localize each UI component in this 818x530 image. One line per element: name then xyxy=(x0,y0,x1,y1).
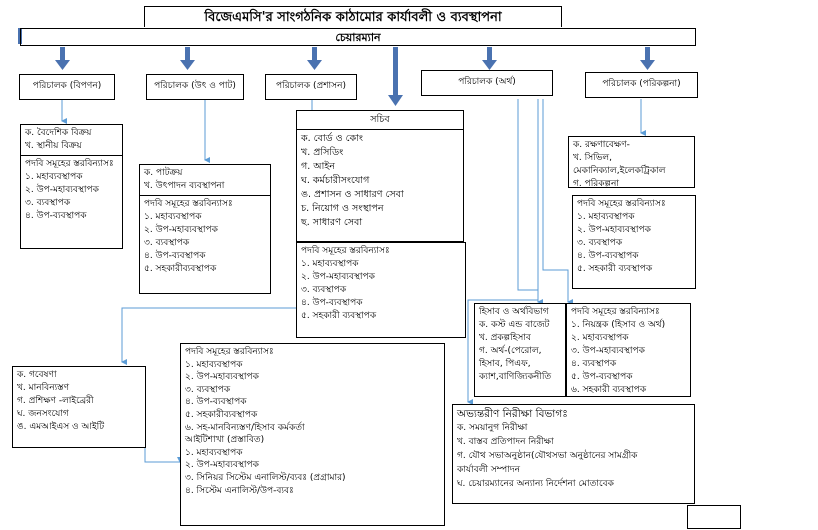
planning-post: ৪. উপ-ব্যবস্থাপক xyxy=(577,251,639,261)
accounts-item: হিসাব, পিএফ, xyxy=(479,359,531,369)
marketing-post: ২. উপ-মহাব্যবস্থাপক xyxy=(25,185,99,195)
accounts-title: হিসাব ও অর্থবিভাগ xyxy=(479,307,549,317)
production-box: ক. পাটক্রয় খ. উৎপাদন ব্যবস্থাপনা পদবি স… xyxy=(139,164,271,294)
marketing-post: ৪. উপ-ব্যবস্থাপক xyxy=(25,211,87,221)
secretary-post: ৪. উপ-ব্যবস্থাপক xyxy=(301,298,363,308)
audit-title: অভ্যন্তরীণ নিরীক্ষা বিভাগঃ xyxy=(457,408,568,420)
marketing-post: ১. মহাব্যবস্থাপক xyxy=(25,172,83,182)
chairman-arrows xyxy=(18,28,655,106)
research-item: গ. প্রশিক্ষণ -লাইব্রেরী xyxy=(17,396,94,406)
finance-posts-box: পদবি সমূহের স্তরবিন্যাসঃ ১. নিয়ন্ত্রক (… xyxy=(566,303,691,397)
director-finance: পরিচালক (অর্থ) xyxy=(421,70,553,96)
director-admin: পরিচালক (প্রশাসন) xyxy=(265,74,357,100)
director-planning: পরিচালক (পরিকল্পনা) xyxy=(585,72,698,98)
secretary-post: ২. উপ-মহাব্যবস্থাপক xyxy=(301,272,375,282)
it-post: ৪. সিস্টেম এনালিস্ট/উপ-ব্যবঃ xyxy=(185,485,294,496)
production-post: ১. মহাব্যবস্থাপক xyxy=(144,212,202,222)
marketing-post: ৩. ব্যবস্থাপক xyxy=(25,198,71,208)
planning-item: খ. সিভিল, xyxy=(573,153,612,163)
audit-item: খ. বাস্তব প্রতিপাদন নিরীক্ষা xyxy=(457,437,554,447)
hr-post: ৫. সহকারীব্যবস্থাপক xyxy=(185,409,258,420)
production-post: ২. উপ-মহাব্যবস্থাপক xyxy=(144,225,218,235)
finance-post: ২. মহাব্যবস্থাপক xyxy=(571,333,629,343)
secretary-item: ঘ. কর্মচারীসংযোগ xyxy=(301,175,370,186)
chairman-box: চেয়ারম্যান xyxy=(20,28,696,46)
finance-post: ১. নিয়ন্ত্রক (হিসাব ও অর্থ) xyxy=(571,320,666,330)
research-item: ঘ. জনসংযোগ xyxy=(17,409,69,419)
it-title: আইটিশাখা (প্রস্তাবিত) xyxy=(185,435,265,446)
production-post: ৫. সহকারীব্যবস্থাপক xyxy=(144,264,217,274)
secretary-item: গ. আইন xyxy=(301,161,335,172)
research-box: ক. গবেষণা খ. মানবিন্যস্তণ গ. প্রশিক্ষণ -… xyxy=(12,366,146,448)
secretary-item: ছ. সাধারণ সেবা xyxy=(301,217,363,228)
hr-post: ৬. সহ-মানবিন্যস্তণ/হিসাব কর্মকর্তা xyxy=(185,422,305,433)
hr-post: ১. মহাব্যবস্থাপক xyxy=(185,359,243,370)
hr-post: ৪. উপ-ব্যবস্থাপক xyxy=(185,397,247,408)
director-marketing: পরিচালক (বিপণন) xyxy=(19,74,115,100)
hr-post: ৩. ব্যবস্থাপক xyxy=(185,384,231,395)
secretary-posts-title: পদবি সমূহের স্তরবিন্যাসঃ xyxy=(301,246,390,256)
finance-post: ৪. ব্যবস্থাপক xyxy=(571,359,617,369)
secretary-item: ক. বোর্ড ও কোং xyxy=(301,133,363,144)
research-item: খ. মানবিন্যস্তণ xyxy=(17,383,70,393)
it-post: ২. উপ-মহাব্যবস্থাপক xyxy=(185,460,259,471)
finance-post: ৫. উপ-ব্যবস্থাপক xyxy=(571,372,633,382)
production-posts-title: পদবি সমূহের স্তরবিন্যাসঃ xyxy=(144,199,233,209)
marketing-item: খ. স্থানীয় বিক্রয় xyxy=(25,141,82,151)
production-item: খ. উৎপাদন ব্যবস্থাপনা xyxy=(144,181,225,191)
audit-item: গ. যৌথ সভাঅনুষ্ঠান(যৌথসভা অনুষ্ঠানের সাম… xyxy=(457,451,638,461)
secretary-post: ১. মহাব্যবস্থাপক xyxy=(301,259,359,269)
marketing-box: ক. বৈদেশিক বিক্রয় খ. স্থানীয় বিক্রয় প… xyxy=(20,124,123,249)
planning-post: ৩. ব্যবস্থাপক xyxy=(577,238,623,248)
accounts-item: গ. অর্থ-(পেরোল, xyxy=(479,346,542,356)
planning-post: ৫. সহকারী ব্যবস্থাপক xyxy=(577,264,653,274)
director-production: পরিচালক (উৎ ও পাট) xyxy=(146,74,244,100)
secretary-post: ৩. ব্যবস্থাপক xyxy=(301,285,347,295)
hr-post: ২. উপ-মহাব্যবস্থাপক xyxy=(185,372,259,383)
audit-box: অভ্যন্তরীণ নিরীক্ষা বিভাগঃ ক. সময়ানুগ ন… xyxy=(452,404,695,504)
accounts-item: ক. কস্ট এন্ড বাজেট xyxy=(479,320,550,330)
production-item: ক. পাটক্রয় xyxy=(144,168,183,178)
audit-item: কার্যাবলী সম্পাদন xyxy=(457,465,520,475)
secretary-item: খ. প্রসিডিং xyxy=(301,147,344,158)
planning-post: ১. মহাব্যবস্থাপক xyxy=(577,212,635,222)
accounts-box: হিসাব ও অর্থবিভাগ ক. কস্ট এন্ড বাজেট খ. … xyxy=(474,303,566,397)
finance-posts-title: পদবি সমূহের স্তরবিন্যাসঃ xyxy=(571,307,660,317)
secretary-posts-box: পদবি সমূহের স্তরবিন্যাসঃ ১. মহাব্যবস্থাপ… xyxy=(296,242,466,338)
planning-post: ২. উপ-মহাব্যবস্থাপক xyxy=(577,225,651,235)
planning-posts-title: পদবি সমূহের স্তরবিন্যাসঃ xyxy=(577,199,666,209)
planning-item: গ. পরিকল্পনা xyxy=(573,179,619,188)
research-item: ক. গবেষণা xyxy=(17,370,57,380)
empty-box xyxy=(687,505,741,529)
planning-box: ক. রক্ষণাবেক্ষণ- খ. সিভিল, মেকানিক্যাল,ই… xyxy=(568,136,695,188)
finance-post: ৬. সহকারী ব্যবস্থাপক xyxy=(571,385,647,395)
production-post: ৩. ব্যবস্থাপক xyxy=(144,238,190,248)
planning-posts-box: পদবি সমূহের স্তরবিন্যাসঃ ১. মহাব্যবস্থাপ… xyxy=(572,195,696,289)
finance-post: ৩. উপ-মহাব্যবস্থাপক xyxy=(571,346,645,356)
page-title: বিজেএমসি'র সাংগঠনিক কাঠামোর কার্যাবলী ও … xyxy=(144,6,562,27)
marketing-item: ক. বৈদেশিক বিক্রয় xyxy=(25,128,92,138)
audit-item: ক. সময়ানুগ নিরীক্ষা xyxy=(457,423,528,433)
hr-posts-title: পদবি সমূহের স্তরবিন্যাসঃ xyxy=(185,347,274,357)
it-post: ১. মহাব্যবস্থাপক xyxy=(185,447,243,458)
accounts-item: ক্যাশ,বাণিজ্যিকনীতি xyxy=(479,372,552,382)
it-post: ৩. সিনিয়র সিস্টেম এনালিস্ট/ব্যবঃ (প্রগ্… xyxy=(185,472,346,483)
research-item: ঙ. এমআইএস ও আইটি xyxy=(17,422,105,432)
audit-item: ঘ. চেয়ারম্যানের অন্যান্য নির্দেশনা মোতা… xyxy=(457,479,614,489)
planning-item: মেকানিক্যাল,ইলেকট্রিকাল xyxy=(573,166,666,176)
accounts-item: খ. প্রকল্পহিসাব xyxy=(479,333,531,343)
production-post: ৪. উপ-ব্যবস্থাপক xyxy=(144,251,206,261)
hr-posts-box: পদবি সমূহের স্তরবিন্যাসঃ ১. মহাব্যবস্থাপ… xyxy=(180,343,445,526)
secretary-post: ৫. সহকারী ব্যবস্থাপক xyxy=(301,311,377,321)
planning-item: ক. রক্ষণাবেক্ষণ- xyxy=(573,140,630,150)
marketing-posts-title: পদবি সমূহের স্তরবিন্যাসঃ xyxy=(25,159,114,169)
secretary-box: সচিব ক. বোর্ড ও কোং খ. প্রসিডিং গ. আইন ঘ… xyxy=(296,110,464,242)
secretary-title: সচিব xyxy=(370,114,390,125)
secretary-item: চ. নিয়োগ ও সংস্থাপন xyxy=(301,203,384,214)
secretary-item: ঙ. প্রশাসন ও সাধারণ সেবা xyxy=(301,189,404,200)
